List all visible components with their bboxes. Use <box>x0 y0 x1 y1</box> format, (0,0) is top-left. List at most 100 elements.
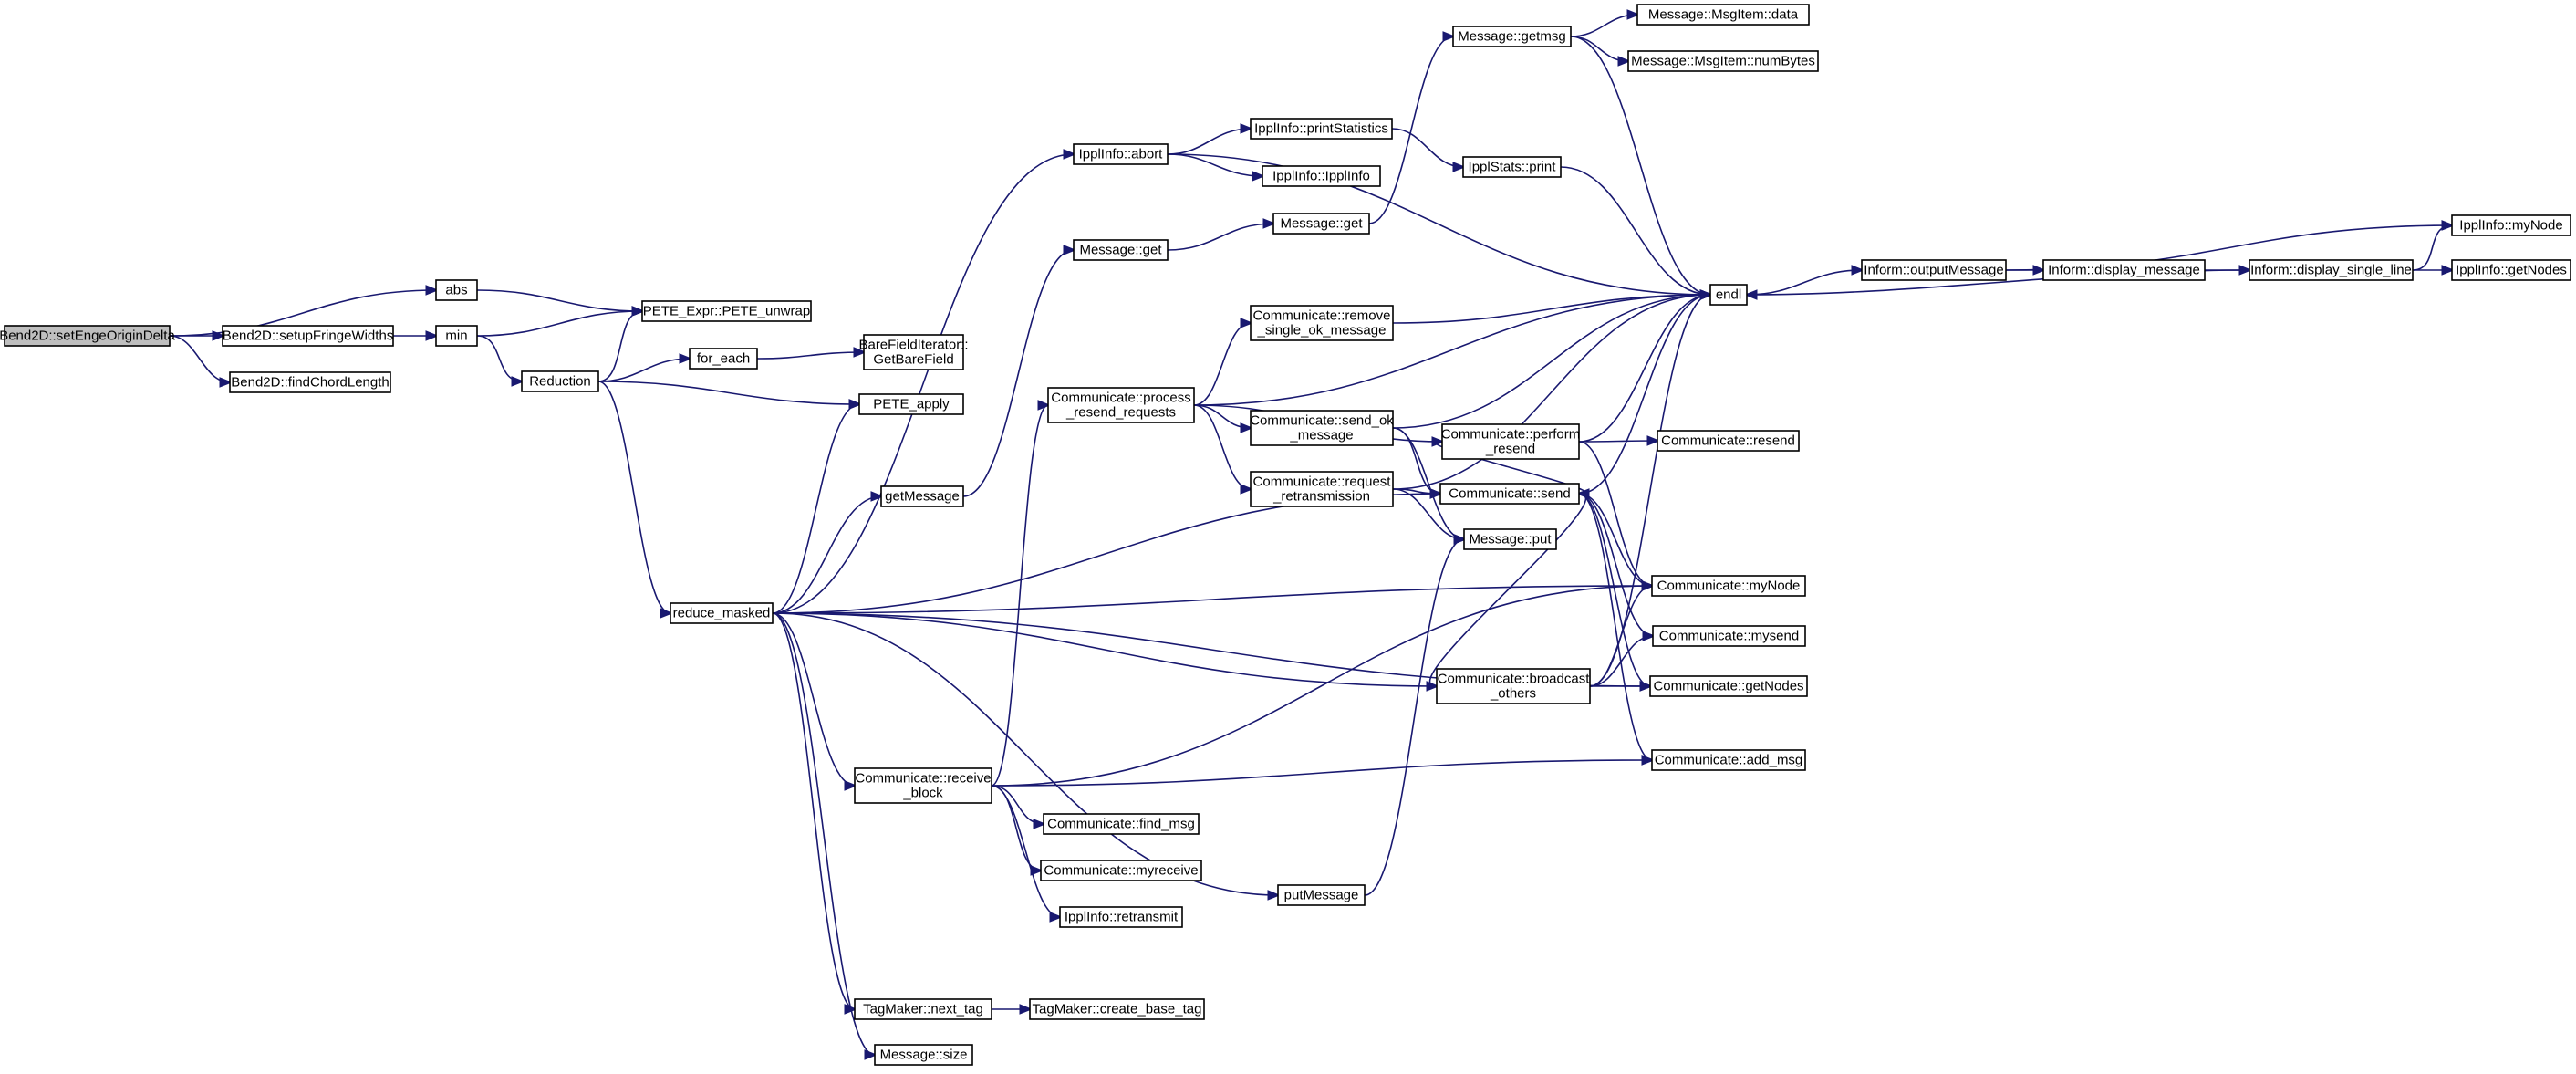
node-box[interactable] <box>1652 625 1806 647</box>
node-ipplinfo-getnodes[interactable]: IpplInfo::getNodes <box>2451 259 2571 281</box>
node-ipplinfo-abort[interactable]: IpplInfo::abort <box>1073 143 1169 165</box>
node-ipplinfo-mynode[interactable]: IpplInfo::myNode <box>2451 214 2571 236</box>
node-message-size[interactable]: Message::size <box>874 1044 973 1066</box>
node-box[interactable] <box>229 371 391 393</box>
node-tagmaker-create-base-tag[interactable]: TagMaker::create_base_tag <box>1029 998 1205 1020</box>
node-box[interactable] <box>1651 575 1806 597</box>
node-barefielditerator-getbarefield[interactable]: BareFieldIterator::GetBareField <box>858 334 969 370</box>
node-box[interactable] <box>1436 668 1591 704</box>
node-ipplinfo-printstatistics[interactable]: IpplInfo::printStatistics <box>1250 118 1393 140</box>
node-box[interactable] <box>1452 26 1572 47</box>
node-communicate-receive-block[interactable]: Communicate::receive_block <box>854 767 992 804</box>
node-box[interactable] <box>2249 259 2414 281</box>
node-box[interactable] <box>2042 259 2206 281</box>
node-box[interactable] <box>435 325 478 347</box>
node-inform-outputmessage[interactable]: Inform::outputMessage <box>1861 259 2007 281</box>
node-box[interactable] <box>1059 906 1183 928</box>
node-box[interactable] <box>1262 165 1381 187</box>
node-box[interactable] <box>1250 118 1393 140</box>
node-label: _single_ok_message <box>1257 323 1387 339</box>
node-box[interactable] <box>1462 156 1562 178</box>
node-inform-display-message[interactable]: Inform::display_message <box>2042 259 2206 281</box>
node-box[interactable] <box>1250 305 1394 341</box>
node-abs[interactable]: abs <box>435 279 478 301</box>
node-box[interactable] <box>521 370 599 392</box>
node-message-get[interactable]: Message::get <box>1073 239 1169 261</box>
node-box[interactable] <box>863 334 964 370</box>
node-inform-display-single-line[interactable]: Inform::display_single_line <box>2249 259 2414 281</box>
node-box[interactable] <box>1439 483 1580 505</box>
node-box[interactable] <box>1250 410 1394 446</box>
node-box[interactable] <box>2451 214 2571 236</box>
node-reduction[interactable]: Reduction <box>521 370 599 392</box>
node-box[interactable] <box>874 1044 973 1066</box>
node-min[interactable]: min <box>435 325 478 347</box>
node-tagmaker-next-tag[interactable]: TagMaker::next_tag <box>854 998 992 1020</box>
edge-processResend-to-removeSingle <box>1193 323 1251 406</box>
node-box[interactable] <box>1463 528 1557 550</box>
node-message-put[interactable]: Message::put <box>1463 528 1557 550</box>
node-box[interactable] <box>854 767 992 804</box>
node-communicate-process-resend-requests[interactable]: Communicate::process_resend_requests <box>1047 387 1195 423</box>
node-pete-apply[interactable]: PETE_apply <box>858 393 964 415</box>
node-bend2d-setengeorigindelta[interactable]: Bend2D::setEngeOriginDelta <box>0 325 175 347</box>
node-communicate-mysend[interactable]: Communicate::mysend <box>1652 625 1806 647</box>
node-box[interactable] <box>1651 749 1806 771</box>
node-box[interactable] <box>858 393 964 415</box>
node-message-msgitem-numbytes[interactable]: Message::MsgItem::numBytes <box>1627 50 1819 72</box>
node-communicate-myreceive[interactable]: Communicate::myreceive <box>1040 860 1202 881</box>
node-putmessage[interactable]: putMessage <box>1277 884 1366 906</box>
node-communicate-perform-resend[interactable]: Communicate::perform_resend <box>1441 423 1581 460</box>
node-box[interactable] <box>1636 4 1810 26</box>
node-message-getmsg[interactable]: Message::getmsg <box>1452 26 1572 47</box>
node-box[interactable] <box>1709 284 1748 306</box>
node-communicate-resend[interactable]: Communicate::resend <box>1657 430 1800 452</box>
node-box[interactable] <box>1627 50 1819 72</box>
node-pete-expr-pete-unwrap[interactable]: PETE_Expr::PETE_unwrap <box>641 300 812 322</box>
node-box[interactable] <box>1649 675 1808 697</box>
node-box[interactable] <box>1250 471 1394 507</box>
node-bend2d-findchordlength[interactable]: Bend2D::findChordLength <box>229 371 391 393</box>
node-communicate-mynode[interactable]: Communicate::myNode <box>1651 575 1806 597</box>
node-box[interactable] <box>1073 239 1169 261</box>
node-communicate-send-ok-message[interactable]: Communicate::send_ok_message <box>1250 410 1394 446</box>
node-endl[interactable]: endl <box>1709 284 1748 306</box>
node-ipplinfo-ipplinfo[interactable]: IpplInfo::IpplInfo <box>1262 165 1381 187</box>
node-box[interactable] <box>1277 884 1366 906</box>
node-message-get[interactable]: Message::get <box>1272 213 1370 235</box>
node-ipplinfo-retransmit[interactable]: IpplInfo::retransmit <box>1059 906 1183 928</box>
node-communicate-broadcast-others[interactable]: Communicate::broadcast_others <box>1436 668 1591 704</box>
node-box[interactable] <box>222 325 394 347</box>
node-box[interactable] <box>880 485 964 507</box>
node-for-each[interactable]: for_each <box>689 348 758 370</box>
node-bend2d-setupfringewidths[interactable]: Bend2D::setupFringeWidths <box>222 325 394 347</box>
node-box[interactable] <box>641 300 812 322</box>
node-communicate-send[interactable]: Communicate::send <box>1439 483 1580 505</box>
node-communicate-getnodes[interactable]: Communicate::getNodes <box>1649 675 1808 697</box>
node-box[interactable] <box>1272 213 1370 235</box>
node-communicate-request-retransmission[interactable]: Communicate::request_retransmission <box>1250 471 1394 507</box>
node-communicate-remove-single-ok-message[interactable]: Communicate::remove_single_ok_message <box>1250 305 1394 341</box>
node-box[interactable] <box>1073 143 1169 165</box>
node-getmessage[interactable]: getMessage <box>880 485 964 507</box>
node-box[interactable] <box>1657 430 1800 452</box>
node-box[interactable] <box>1441 423 1580 460</box>
node-box[interactable] <box>2451 259 2571 281</box>
node-ipplstats-print[interactable]: IpplStats::print <box>1462 156 1562 178</box>
node-box[interactable] <box>4 325 171 347</box>
node-message-msgitem-data[interactable]: Message::MsgItem::data <box>1636 4 1810 26</box>
node-communicate-find-msg[interactable]: Communicate::find_msg <box>1043 813 1200 835</box>
node-box[interactable] <box>1861 259 2007 281</box>
node-box[interactable] <box>1043 813 1200 835</box>
node-box[interactable] <box>854 998 992 1020</box>
node-box[interactable] <box>689 348 758 370</box>
node-box[interactable] <box>1029 998 1205 1020</box>
node-box[interactable] <box>1047 387 1195 423</box>
node-communicate-add-msg[interactable]: Communicate::add_msg <box>1651 749 1806 771</box>
node-box[interactable] <box>670 602 774 624</box>
edge-reduceMasked-to-broadcastOthers <box>772 612 1437 686</box>
node-label: reduce_masked <box>673 606 771 621</box>
node-box[interactable] <box>435 279 478 301</box>
node-box[interactable] <box>1040 860 1202 881</box>
node-reduce-masked[interactable]: reduce_masked <box>670 602 774 624</box>
